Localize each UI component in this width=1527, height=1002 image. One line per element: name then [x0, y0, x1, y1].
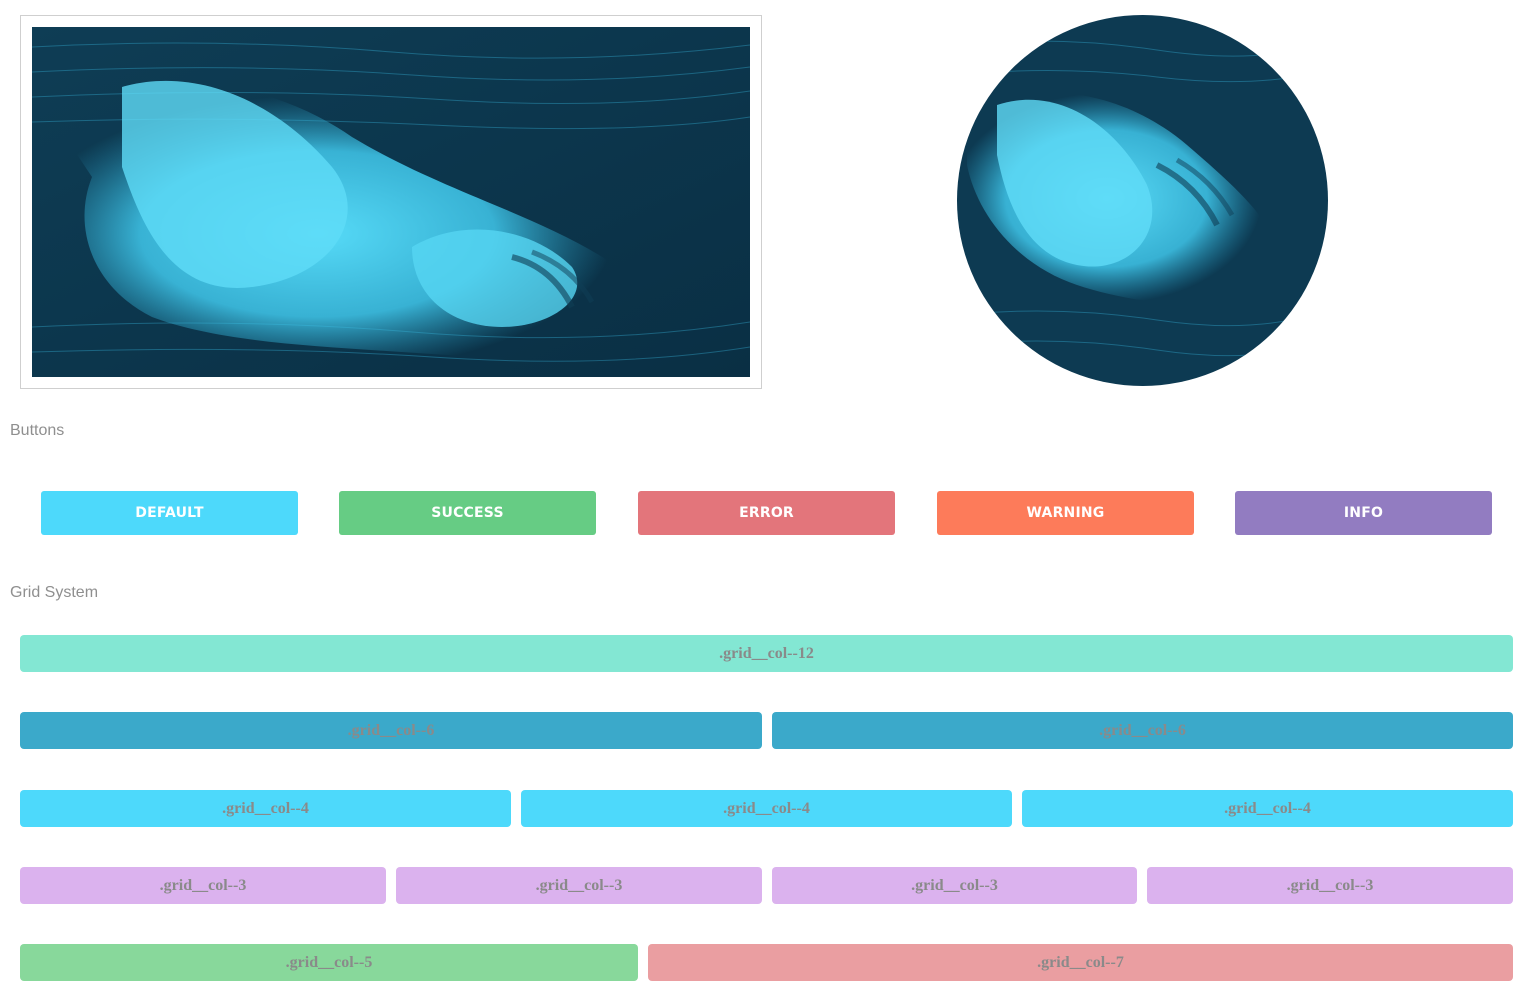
grid-col-4: .grid__col--4 — [1022, 790, 1513, 827]
grid-col-6: .grid__col--6 — [772, 712, 1513, 749]
grid-row-3: .grid__col--3 .grid__col--3 .grid__col--… — [20, 867, 1513, 904]
warning-button[interactable]: WARNING — [937, 491, 1194, 535]
button-row: DEFAULT SUCCESS ERROR WARNING INFO — [41, 491, 1492, 535]
grid-col-3: .grid__col--3 — [772, 867, 1137, 904]
grid-section-title: Grid System — [10, 584, 99, 601]
success-button[interactable]: SUCCESS — [339, 491, 596, 535]
buttons-section-title: Buttons — [10, 422, 65, 439]
wave-image-framed — [20, 15, 762, 389]
wave-photo-circle — [957, 15, 1328, 386]
grid-row-6: .grid__col--6 .grid__col--6 — [20, 712, 1513, 749]
grid-col-4: .grid__col--4 — [20, 790, 511, 827]
grid-row-4: .grid__col--4 .grid__col--4 .grid__col--… — [20, 790, 1513, 827]
grid-row-5-7: .grid__col--5 .grid__col--7 — [20, 944, 1513, 981]
grid-col-6: .grid__col--6 — [20, 712, 762, 749]
default-button[interactable]: DEFAULT — [41, 491, 298, 535]
grid-col-12: .grid__col--12 — [20, 635, 1513, 672]
grid-col-3: .grid__col--3 — [396, 867, 762, 904]
grid-col-3: .grid__col--3 — [1147, 867, 1513, 904]
grid-col-3: .grid__col--3 — [20, 867, 386, 904]
grid-col-4: .grid__col--4 — [521, 790, 1012, 827]
grid-row-12: .grid__col--12 — [20, 635, 1513, 672]
error-button[interactable]: ERROR — [638, 491, 895, 535]
grid-col-7: .grid__col--7 — [648, 944, 1513, 981]
grid-col-5: .grid__col--5 — [20, 944, 638, 981]
wave-photo — [32, 27, 750, 377]
info-button[interactable]: INFO — [1235, 491, 1492, 535]
